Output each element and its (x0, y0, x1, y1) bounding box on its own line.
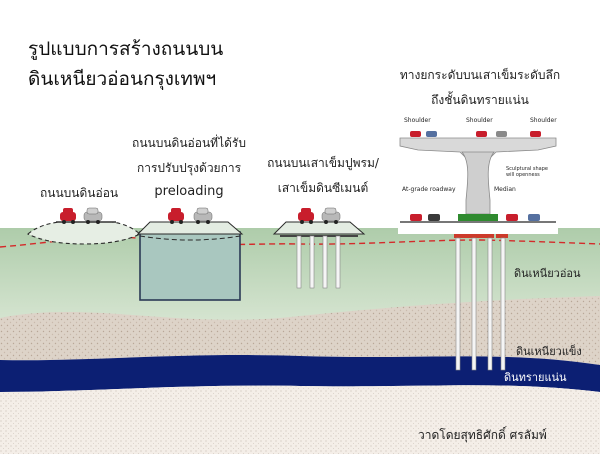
inset-shoulder-mid: Shoulder (466, 117, 493, 124)
stiff-clay-dots (0, 296, 600, 365)
car-icon (298, 208, 314, 224)
deep-pile (487, 237, 493, 371)
elevated-road-label: ทางยกระดับบนเสาเข็มระดับลึก ถึงชั้นดินทร… (392, 66, 568, 110)
diagram-title-line2: ดินเหนียวอ่อนกรุงเทพฯ (28, 68, 217, 90)
soft-clay-road-label: ถนนบนดินอ่อน (40, 186, 119, 200)
car-icon (321, 207, 341, 224)
pile (335, 235, 341, 289)
diagram-title-line1: รูปแบบการสร้างถนนบน (28, 38, 224, 60)
credit-text: วาดโดยสุทธิศักดิ์ ศรลัมพ์ (418, 428, 547, 442)
deep-pile (471, 237, 477, 371)
car-icon (410, 131, 541, 137)
pile-label-line1: ถนนบนเสาเข็มปูพรม/ (267, 156, 379, 170)
bottom-sand-dots (0, 385, 600, 454)
pile-road-label: ถนนบนเสาเข็มปูพรม/ เสาเข็มดินซีเมนต์ (258, 154, 388, 198)
car-icon (83, 207, 103, 224)
preloading-label-line3: preloading (154, 184, 224, 199)
pile (309, 235, 315, 289)
inset-shoulder-right: Shoulder (530, 117, 557, 124)
preload-embankment (136, 221, 244, 235)
car-icon (60, 208, 76, 224)
soft-clay-layer-label: ดินเหนียวอ่อน (514, 267, 581, 280)
pile-embankment (272, 221, 366, 235)
preloading-zone (139, 231, 241, 301)
inset-shoulder-left: Shoulder (404, 117, 431, 124)
pile-group (296, 235, 341, 289)
pile (322, 235, 328, 289)
preloading-road-label: ถนนบนดินอ่อนที่ได้รับ การปรับปรุงด้วยการ… (124, 134, 254, 199)
car-icon (193, 207, 213, 224)
pile-label-line2: เสาเข็มดินซีเมนต์ (277, 181, 369, 195)
dense-sand-band (0, 355, 600, 392)
deep-pile (455, 237, 461, 371)
inset-at-grade-label: At-grade roadway (402, 186, 456, 193)
pile-cap (454, 232, 494, 238)
elevated-label-line1: ทางยกระดับบนเสาเข็มระดับลึก (399, 68, 561, 82)
pile (296, 235, 302, 289)
inset-sculptural-label: Sculptural shape will openness (506, 166, 548, 178)
dense-sand-layer-label: ดินทรายแน่น (504, 371, 567, 384)
car-icon (410, 214, 540, 221)
stiff-clay-layer-label: ดินเหนียวแข็ง (516, 345, 582, 358)
elevated-label-line2: ถึงชั้นดินทรายแน่น (431, 93, 529, 107)
preloading-label-line1: ถนนบนดินอ่อนที่ได้รับ (132, 136, 246, 150)
soft-clay-embankment (27, 221, 141, 245)
pile-cap-small (496, 232, 508, 238)
median-strip (458, 214, 498, 222)
inset-median-label: Median (494, 186, 516, 193)
elevated-pile-group (454, 232, 508, 371)
car-icon (168, 208, 184, 224)
deep-pile (500, 237, 506, 371)
preloading-label-line2: การปรับปรุงด้วยการ (136, 161, 242, 175)
preload-settlement-line (139, 235, 241, 241)
